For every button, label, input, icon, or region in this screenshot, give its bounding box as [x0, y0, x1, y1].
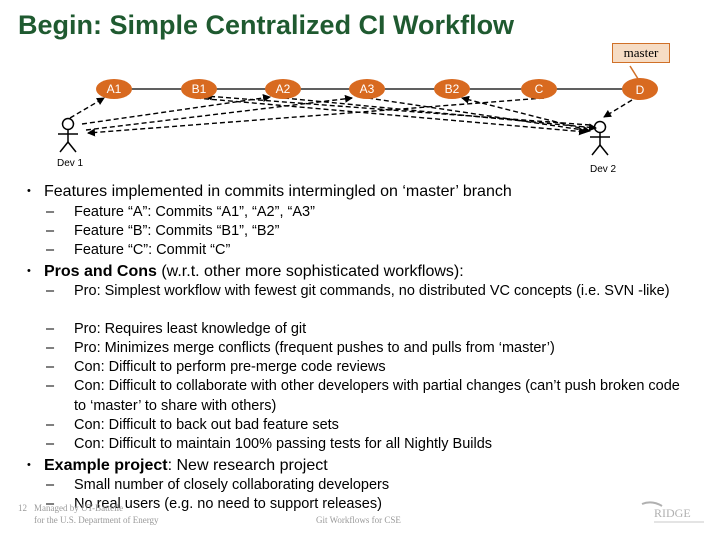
- bullet-dot: •: [27, 185, 31, 197]
- commit-d: D: [622, 78, 658, 100]
- dev1-pull-c: [87, 97, 545, 137]
- page-number: 12: [18, 503, 27, 513]
- dev1-figure: [58, 117, 78, 153]
- commit-label-b2: B2: [445, 82, 460, 96]
- bullet-text: Features implemented in commits intermin…: [44, 183, 512, 200]
- commit-c: C: [521, 79, 557, 99]
- svg-text:RIDGE: RIDGE: [654, 506, 691, 520]
- dev2-pull-d: [603, 99, 633, 118]
- bullet-dot: •: [27, 265, 31, 277]
- commit-a3: A3: [349, 79, 385, 99]
- commit-label-a2: A2: [276, 82, 291, 96]
- dev1-fetch: [195, 97, 587, 136]
- dev1-push-a3: [85, 94, 353, 131]
- dev2-fetch-2: [367, 97, 591, 134]
- bullet-dot: •: [27, 459, 31, 471]
- commit-label-a1: A1: [107, 82, 122, 96]
- footer-center: Git Workflows for CSE: [316, 515, 401, 525]
- dev1-push-a1: [69, 97, 105, 119]
- dev2-label: Dev 2: [590, 164, 617, 175]
- lab-logo: RIDGE: [641, 501, 704, 523]
- commit-a2: A2: [265, 79, 301, 99]
- dev2-figure: [590, 120, 610, 156]
- commit-label-a3: A3: [360, 82, 375, 96]
- footer-managed-by: Managed by UT-Battelle: [34, 503, 124, 513]
- master-branch-label: master: [612, 43, 670, 63]
- commit-label-c: C: [535, 82, 544, 96]
- workflow-diagram: A1 B1 A2 A3 B2 C D Dev 1 Dev 2: [57, 65, 658, 175]
- commit-label-d: D: [636, 83, 645, 97]
- dev2-push-b1: [204, 92, 591, 126]
- commit-a1: A1: [96, 79, 132, 99]
- commit-b1: B1: [181, 79, 217, 99]
- footer-doe: for the U.S. Department of Energy: [34, 515, 159, 525]
- dev1-push-a2: [81, 94, 271, 125]
- commit-b2: B2: [434, 79, 470, 99]
- slide-title: Begin: Simple Centralized CI Workflow: [18, 10, 515, 40]
- dev2-push-b2: [461, 95, 581, 129]
- commit-label-b1: B1: [192, 82, 207, 96]
- dev1-label: Dev 1: [57, 158, 84, 169]
- dev2-fetch: [283, 97, 597, 132]
